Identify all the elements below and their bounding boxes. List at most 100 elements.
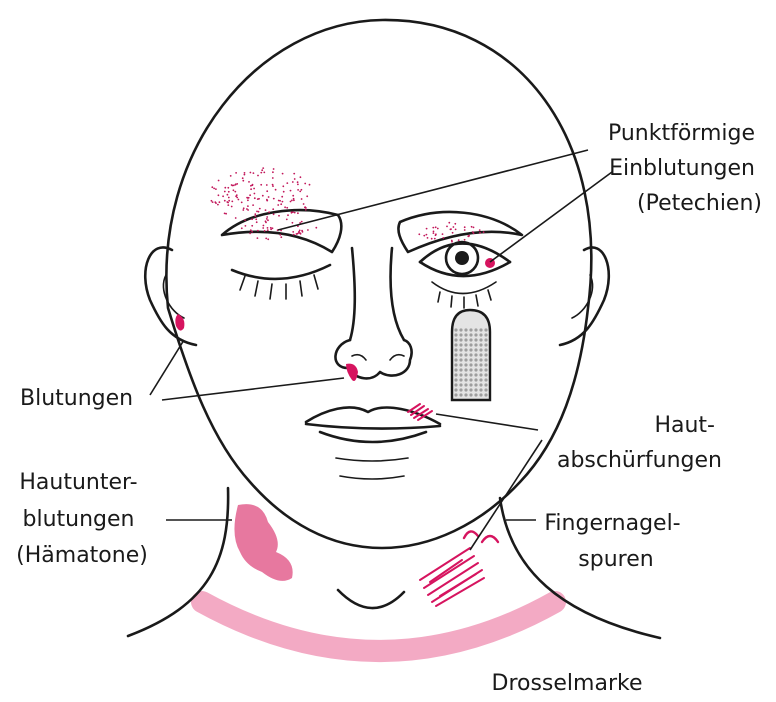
petechia-dot — [257, 198, 259, 200]
petechia-dot — [217, 204, 219, 206]
petechia-dot — [279, 234, 281, 236]
petechia-dot — [254, 197, 256, 199]
petechia-dot — [251, 218, 253, 220]
petechia-dot — [286, 207, 288, 209]
petechia-dot — [293, 173, 295, 175]
petechia-dot — [244, 172, 246, 174]
petechia-dot — [464, 239, 466, 241]
lividity-dot — [464, 368, 467, 371]
petechia-dot — [233, 189, 235, 191]
hematoma-patch — [234, 504, 292, 581]
lividity-dot — [474, 328, 477, 331]
lividity-dot — [484, 383, 487, 386]
head-outline — [166, 20, 591, 548]
petechia-dot — [278, 215, 280, 217]
lividity-dot — [484, 353, 487, 356]
lividity-dot — [459, 353, 462, 356]
lividity-dot — [464, 333, 467, 336]
petechia-dot — [483, 231, 485, 233]
lividity-dot — [454, 383, 457, 386]
lividity-dot — [459, 378, 462, 381]
lip-line — [306, 424, 440, 429]
petechia-dot — [292, 231, 294, 233]
petechia-dot — [301, 189, 303, 191]
petechia-dot — [213, 188, 215, 190]
lividity-dot — [479, 358, 482, 361]
petechia-dot — [244, 219, 246, 221]
ear-bleeding — [175, 314, 184, 331]
petechia-dot — [479, 232, 481, 234]
lividity-dot — [484, 343, 487, 346]
lividity-dot — [459, 333, 462, 336]
petechia-dot — [297, 212, 299, 214]
petechia-dot — [236, 183, 238, 185]
petechia-dot — [303, 203, 305, 205]
petechia-dot — [228, 200, 230, 202]
petechia-dot — [253, 188, 255, 190]
petechia-dot — [455, 229, 457, 231]
petechia-dot — [247, 205, 249, 207]
petechia-dot — [304, 206, 306, 208]
nose-base — [335, 340, 411, 378]
petechia-dot — [473, 232, 475, 234]
petechia-dot — [458, 239, 460, 241]
petechia-dot — [272, 177, 274, 179]
lividity-dot — [469, 343, 472, 346]
nose-nostril-left — [352, 355, 366, 360]
lividity-dot — [469, 393, 472, 396]
lividity-dot — [474, 333, 477, 336]
lividity-dot — [469, 353, 472, 356]
petechia-dot — [300, 233, 302, 235]
lividity-dot — [479, 363, 482, 366]
petechia-dot — [273, 168, 275, 170]
petechia-dot — [224, 187, 226, 189]
petechia-dot — [244, 174, 246, 176]
petechia-dot — [255, 215, 257, 217]
lividity-dot — [464, 393, 467, 396]
petechia-dot — [434, 238, 436, 240]
leader-lines — [150, 150, 612, 550]
petechia-dot — [283, 191, 285, 193]
lividity-dot — [474, 378, 477, 381]
petechia-dot — [231, 206, 233, 208]
lividity-dot — [484, 393, 487, 396]
petechia-dot — [452, 232, 454, 234]
lividity-dot — [454, 393, 457, 396]
petechia-dot — [224, 200, 226, 202]
lividity-dot — [454, 343, 457, 346]
lividity-dot — [454, 373, 457, 376]
chin-line-2 — [340, 476, 404, 479]
petechia-dot — [241, 227, 243, 229]
lividity-dot — [474, 348, 477, 351]
petechia-dot — [437, 228, 439, 230]
lividity-dot — [469, 373, 472, 376]
lividity-dot — [469, 338, 472, 341]
lividity-dot — [479, 393, 482, 396]
petechia-dot — [431, 238, 433, 240]
lividity-dot — [464, 378, 467, 381]
petechia-dot — [293, 199, 295, 201]
petechia-dot — [304, 183, 306, 185]
petechia-dot — [292, 195, 294, 197]
petechia-dot — [292, 181, 294, 183]
petechia-dot — [267, 219, 269, 221]
petechia-dot — [273, 198, 275, 200]
petechia-dot — [228, 197, 230, 199]
lividity-dot — [469, 368, 472, 371]
petechia-dot — [215, 202, 217, 204]
lividity-dot — [459, 388, 462, 391]
petechia-dot — [259, 208, 261, 210]
petechia-dot — [215, 188, 217, 190]
lividity-dot — [484, 368, 487, 371]
right-eye-fold — [432, 282, 496, 294]
petechia-dot — [262, 195, 264, 197]
lividity-dot — [469, 328, 472, 331]
petechia-dot — [282, 201, 284, 203]
petechia-dot — [235, 184, 237, 186]
petechia-dot — [454, 223, 456, 225]
nose-bleeding — [346, 364, 358, 381]
petechia-dot — [251, 231, 253, 233]
petechia-dot — [250, 229, 252, 231]
petechia-dot — [301, 230, 303, 232]
lividity-dot — [459, 328, 462, 331]
